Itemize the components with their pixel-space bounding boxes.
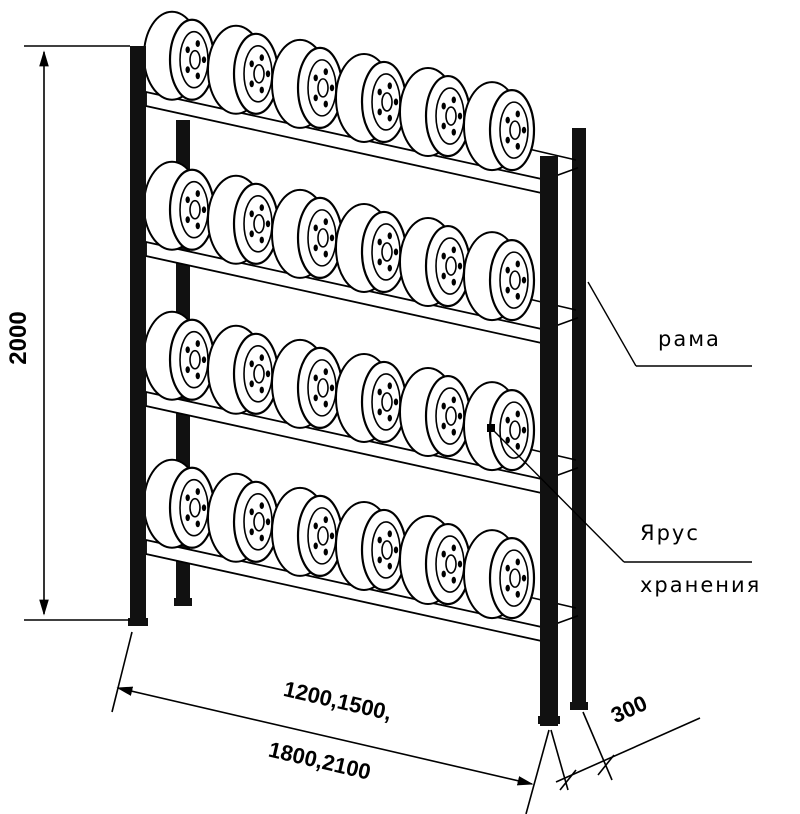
wheel [463,231,536,322]
storage-tier [143,310,579,495]
tier-callout [490,427,752,563]
height-label: 2000 [5,311,32,364]
length-label-line1: 1200,1500, [281,676,394,725]
height-dimension [24,45,130,621]
wheel [271,338,344,429]
wheel [399,515,472,606]
back-right-post [572,128,586,710]
depth-label: 300 [607,690,651,728]
wheel [143,160,216,251]
storage-tiers [143,10,579,643]
front-left-post [130,46,146,624]
wheel [335,500,408,592]
wheel [207,174,280,265]
wheel [463,81,536,172]
depth-dimension [550,711,701,791]
wheel [463,381,536,472]
wheel [207,24,280,115]
wheel [271,188,344,279]
wheel [335,52,408,144]
wheel [143,10,216,101]
wheel [335,352,408,444]
tier-callout-label-line2: хранения [640,573,761,597]
wheel [271,486,344,577]
wheel [463,529,536,620]
wheel [143,458,216,549]
wheel [399,367,472,458]
wheel [399,217,472,308]
wheel [207,324,280,415]
frame-callout [587,281,752,367]
wheel [335,202,408,294]
frame-callout-label: рама [658,327,721,351]
storage-tier [143,160,579,345]
wheel [143,310,216,401]
length-dimension [111,631,550,814]
front-right-post [540,156,558,726]
wheel [207,472,280,563]
wheel [399,67,472,158]
tier-callout-label-line1: Ярус [640,521,700,545]
front-frame [128,46,560,726]
storage-tier [143,458,579,643]
wheel [271,38,344,129]
storage-tier [143,10,579,195]
